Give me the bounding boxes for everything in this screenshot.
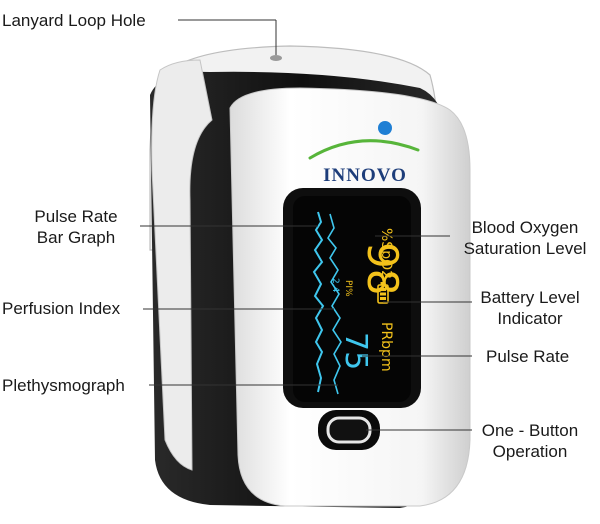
brand-name: INNOVO xyxy=(323,165,407,186)
pr-unit: PRbpm xyxy=(378,322,394,372)
label-blood-oxygen: Blood Oxygen Saturation Level xyxy=(452,217,598,259)
pulse-rate-bar-graph xyxy=(312,211,325,393)
device-left-wing xyxy=(151,59,213,471)
spo2-unit: %SpO2 xyxy=(378,228,394,279)
lanyard-loop-hole xyxy=(270,55,282,61)
oled-screen xyxy=(293,196,411,402)
label-spo2-line1: Blood Oxygen xyxy=(471,218,579,237)
brand-dot-icon xyxy=(378,121,392,135)
plethysmograph-wave xyxy=(327,213,342,395)
battery-indicator-icon xyxy=(377,282,389,304)
callout-lines xyxy=(140,19,472,431)
label-lanyard-loop-hole: Lanyard Loop Hole xyxy=(2,11,146,30)
label-pulse-bar-line1: Pulse Rate xyxy=(34,207,118,226)
pr-value: 75 xyxy=(338,332,373,370)
spo2-value: 98 xyxy=(358,242,407,295)
label-spo2-line2: Saturation Level xyxy=(463,239,587,258)
brand-swoosh-icon xyxy=(308,139,420,160)
label-plethysmograph: Plethysmograph xyxy=(2,376,125,395)
label-battery-line2: Indicator xyxy=(497,309,563,328)
one-button-inner xyxy=(326,416,372,444)
label-battery-level: Battery Level Indicator xyxy=(474,287,586,329)
label-battery-line1: Battery Level xyxy=(480,288,580,307)
pi-label: PI% xyxy=(343,280,353,297)
label-pulse-rate: Pulse Rate xyxy=(486,347,570,366)
pi-value: 2.4 xyxy=(330,278,340,293)
label-one-button-operation: One - Button Operation xyxy=(474,420,586,462)
label-pulse-rate-bar-graph: Pulse Rate Bar Graph xyxy=(20,206,132,248)
label-pulse-bar-line2: Bar Graph xyxy=(36,228,116,247)
label-perfusion-index: Perfusion Index xyxy=(2,299,121,318)
label-button-line1: One - Button xyxy=(481,421,579,440)
label-button-line2: Operation xyxy=(492,442,568,461)
